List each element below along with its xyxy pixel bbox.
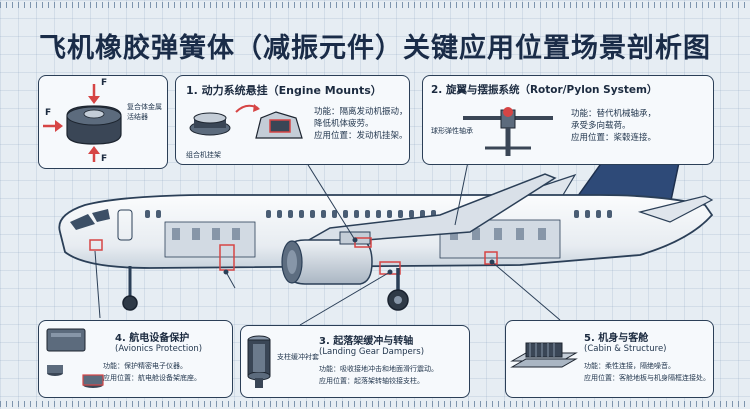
cabin-structure-panel: 5. 机身与客舱 (Cabin & Structure) 功能：柔性连接，隔绝噪… xyxy=(505,320,714,398)
window xyxy=(376,210,381,218)
window xyxy=(288,210,293,218)
inset-label-line2: 活结器 xyxy=(127,113,148,121)
cabin-location: 应用位置：客舱地板与机身隔框连接处。 xyxy=(584,374,710,382)
landing-gear-panel: 支柱缓冲衬套 3. 起落架缓冲与转轴 (Landing Gear Dampers… xyxy=(240,325,470,398)
rotor-hub-icon xyxy=(463,107,553,156)
window xyxy=(398,210,403,218)
horizontal-stabilizer xyxy=(637,195,714,223)
engine-mounts-title: 1. 动力系统悬挂（Engine Mounts） xyxy=(186,84,382,97)
inset-label-line1: 复合体金属 xyxy=(127,103,162,111)
window xyxy=(343,210,348,218)
landing-title-line2: (Landing Gear Dampers) xyxy=(319,347,425,357)
main-landing-gear xyxy=(387,268,409,311)
cabin-title-line2: (Cabin & Structure) xyxy=(584,344,667,354)
rotor-pylon-panel: 2. 旋翼与摆振系统（Rotor/Pylon System） 球形弹性轴承 功能… xyxy=(422,75,714,165)
window xyxy=(585,210,590,218)
component-inset-panel: F F F 复合体金属 活结器 xyxy=(38,75,168,169)
landing-location: 应用位置：起落架转轴铰接支柱。 xyxy=(319,377,424,385)
window xyxy=(321,210,326,218)
engine-nacelle xyxy=(281,231,373,285)
near-wing xyxy=(299,173,557,246)
force-label-left: F xyxy=(45,108,52,118)
window xyxy=(365,210,370,218)
engine-sub-label: 组合机挂架 xyxy=(186,151,221,159)
avionics-title-line2: (Avionics Protection) xyxy=(115,344,203,354)
nose-landing-gear xyxy=(122,266,138,311)
window xyxy=(299,210,304,218)
engine-function-line1: 功能：隔离发动机振动， xyxy=(314,107,408,117)
avionics-title-line1: 4. 航电设备保护 xyxy=(115,333,190,344)
top-ruler xyxy=(0,2,750,8)
cockpit-window xyxy=(70,214,95,230)
engine-mount-icon xyxy=(189,104,303,139)
landing-part-label: 支柱缓冲衬套 xyxy=(277,353,319,361)
avionics-panel: 4. 航电设备保护 (Avionics Protection) 功能：保护精密电… xyxy=(38,320,233,398)
window xyxy=(266,210,271,218)
avionics-location: 应用位置：航电舱设备架底座。 xyxy=(103,374,201,382)
window xyxy=(310,210,315,218)
landing-title-line1: 3. 起落架缓冲与转轴 xyxy=(319,336,414,347)
window xyxy=(387,210,392,218)
page-title: 飞机橡胶弹簧体（减振元件）关键应用位置场景剖析图 xyxy=(39,33,711,64)
rotor-location: 应用位置：桨毂连接。 xyxy=(571,133,657,143)
rotor-function-line2: 承受多向载荷。 xyxy=(571,121,631,131)
engine-location: 应用位置：发动机挂架。 xyxy=(314,131,408,141)
cabin-isolator-icon xyxy=(510,342,578,368)
window xyxy=(332,210,337,218)
engine-mounts-panel: 1. 动力系统悬挂（Engine Mounts） 组合机挂架 功能：隔离发动机振… xyxy=(175,75,410,165)
window xyxy=(277,210,282,218)
rotor-part-label: 球形弹性轴承 xyxy=(431,127,473,135)
window xyxy=(574,210,579,218)
cabin-title-line1: 5. 机身与客舱 xyxy=(584,333,649,344)
window xyxy=(145,210,150,218)
landing-function: 功能：吸收接地冲击和地面滑行震动。 xyxy=(319,365,438,373)
rotor-function-line1: 功能：替代机械轴承， xyxy=(571,109,657,119)
passenger-windows xyxy=(145,210,612,218)
rotor-title: 2. 旋翼与摆振系统（Rotor/Pylon System） xyxy=(431,84,658,96)
callout-lines xyxy=(94,151,561,326)
window xyxy=(607,210,612,218)
rubber-spring-isolator-icon xyxy=(43,84,122,162)
bottom-ruler xyxy=(0,401,750,407)
force-label-top: F xyxy=(101,78,108,88)
cabin-function: 功能：柔性连接，隔绝噪音。 xyxy=(584,362,675,370)
engine-function-line2: 降低机体疲劳。 xyxy=(314,119,374,129)
window xyxy=(420,210,425,218)
force-label-bottom: F xyxy=(101,154,108,164)
window xyxy=(156,210,161,218)
landing-gear-bushing-icon xyxy=(247,335,271,388)
window xyxy=(596,210,601,218)
forward-door xyxy=(117,209,133,241)
avionics-box-icon xyxy=(46,328,104,388)
window xyxy=(354,210,359,218)
window xyxy=(409,210,414,218)
avionics-function: 功能：保护精密电子仪器。 xyxy=(103,362,187,370)
